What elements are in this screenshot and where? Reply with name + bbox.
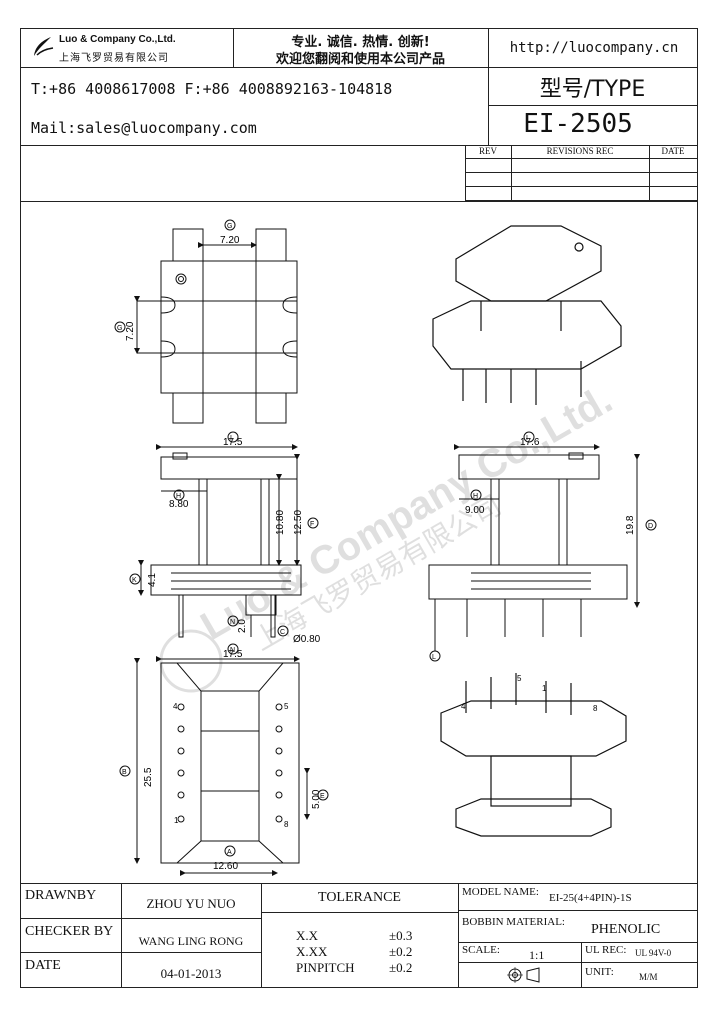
marker-g-top: G: [227, 223, 232, 230]
logo-swoosh-icon: [34, 37, 54, 56]
website-link[interactable]: http://luocompany.cn: [509, 40, 679, 56]
header-bottom-line: [21, 145, 697, 146]
marker-a-bottom: A: [227, 849, 232, 856]
dim-h-side: 9.00: [465, 505, 485, 516]
dim-f-front: 12.50: [293, 510, 304, 535]
title-block: DRAWNBY ZHOU YU NUO CHECKER BY WANG LING…: [21, 883, 697, 988]
rev-rec-col-header: REVISIONS REC: [546, 146, 614, 156]
date-label: DATE: [25, 958, 61, 973]
projection-symbol-icon: [507, 966, 543, 984]
dim-n-front: 2.0: [237, 619, 248, 633]
dim-w-front: 17.5: [223, 437, 243, 448]
tol-x-label: X.X: [296, 928, 319, 943]
slogan-line1: 专业. 诚信. 热情. 创新!: [291, 35, 430, 50]
tol-xx-value: ±0.2: [389, 944, 413, 959]
marker-e-bottom: E: [320, 793, 325, 800]
email-address[interactable]: Mail:sales@luocompany.com: [31, 119, 257, 137]
dim-e-bottom: 5.00: [311, 789, 322, 809]
iso-bottom-view: [440, 673, 627, 837]
dim-w-side: 17.6: [520, 437, 540, 448]
checker-label: CHECKER BY: [25, 924, 114, 939]
marker-m-bottom: N: [230, 647, 235, 654]
drawnby-label: DRAWNBY: [25, 888, 97, 903]
tol-pinpitch-value: ±0.2: [389, 960, 413, 975]
dim-g-side: 7.20: [125, 321, 136, 341]
marker-i-front: I: [230, 435, 232, 442]
material-label: BOBBIN MATERIAL:: [462, 916, 565, 928]
date-value: 04-01-2013: [160, 966, 222, 981]
marker-h-front: H: [176, 493, 181, 500]
marker-l-side: L: [432, 654, 436, 661]
scale-label: SCALE:: [462, 944, 500, 956]
model-value: EI-25(4+4PIN)-1S: [549, 892, 632, 904]
top-view: [134, 228, 298, 424]
pin-1-label: 1: [174, 816, 179, 825]
iso-pin-5-label: 5: [517, 674, 522, 683]
dim-d-side: 19.8: [625, 515, 636, 535]
scale-value: 1:1: [529, 948, 545, 962]
type-mid-line: [488, 105, 697, 106]
rev-col-header: REV: [479, 146, 497, 156]
unit-value: M/M: [639, 972, 658, 982]
logo-divider: [233, 29, 234, 67]
watermark: Luo & Company Co.,Ltd. 上海飞罗贸易有限公司: [159, 377, 620, 693]
website-divider: [488, 67, 697, 68]
dim-h-front: 8.80: [169, 499, 189, 510]
type-label: 型号/TYPE: [539, 77, 646, 102]
pin-4-label: 4: [173, 702, 178, 711]
drawnby-value: ZHOU YU NUO: [146, 896, 236, 911]
phone-fax: T:+86 4008617008 F:+86 4008892163-104818: [31, 80, 393, 98]
company-name-cn: 上海飞罗贸易有限公司: [59, 53, 169, 64]
dim-g-top: 7.20: [220, 235, 240, 246]
tol-pinpitch-label: PINPITCH: [296, 960, 355, 975]
marker-n-front: N: [230, 619, 235, 626]
iso-pin-1-label: 1: [542, 684, 547, 693]
rev-date-col-header: DATE: [661, 146, 685, 156]
slogan-line2: 欢迎您翻阅和使用本公司产品: [275, 52, 445, 67]
unit-label: UNIT:: [585, 966, 614, 978]
pin-5-label: 5: [284, 702, 289, 711]
dim-a-bottom: 12.60: [213, 861, 238, 872]
iso-pin-4-label: 4: [461, 702, 466, 711]
iso-pin-8-label: 8: [593, 704, 598, 713]
ul-label: UL REC:: [585, 944, 627, 956]
tol-x-value: ±0.3: [389, 928, 413, 943]
material-value: PHENOLIC: [591, 922, 661, 937]
marker-d-side: D: [648, 523, 653, 530]
marker-g-side: G: [117, 325, 122, 332]
marker-f-front: F: [310, 521, 314, 528]
marker-c-front: C: [280, 629, 285, 636]
marker-i-side: I: [526, 435, 528, 442]
dim-b-bottom: 25.5: [143, 767, 154, 787]
dim-d-front: 10.80: [275, 510, 286, 535]
tolerance-label: TOLERANCE: [318, 890, 401, 905]
tol-xx-label: X.XX: [296, 944, 328, 959]
watermark-en: Luo & Company Co.,Ltd.: [194, 377, 620, 648]
bottom-view: [134, 656, 310, 876]
company-logo: [31, 35, 55, 59]
dim-c-front: Ø0.80: [293, 634, 321, 645]
model-label: MODEL NAME:: [462, 886, 539, 898]
marker-h-side: H: [473, 493, 478, 500]
revisions-table: REV REVISIONS REC DATE: [465, 145, 697, 201]
ul-value: UL 94V-0: [635, 948, 672, 958]
dim-k-front: 4.1: [147, 573, 158, 587]
header-divider: [21, 67, 488, 68]
company-name: Luo & Company Co.,Ltd.: [59, 34, 176, 45]
side-view: [428, 444, 640, 651]
marker-k-front: K: [132, 577, 137, 584]
drawing-sheet: Luo & Company Co.,Ltd. 上海飞罗贸易有限公司 专业. 诚信…: [20, 28, 698, 988]
technical-drawing: Luo & Company Co.,Ltd. 上海飞罗贸易有限公司: [114, 219, 657, 876]
type-value: EI-2505: [523, 109, 633, 139]
front-view: [138, 444, 302, 638]
iso-top-view: [432, 225, 622, 405]
marker-b-bottom: B: [122, 769, 127, 776]
type-divider: [488, 29, 489, 145]
revisions-bottom-line: [21, 201, 697, 202]
checker-value: WANG LING RONG: [138, 934, 244, 948]
dim-w-bottom: 17.5: [223, 649, 243, 660]
pin-8-label: 8: [284, 820, 289, 829]
